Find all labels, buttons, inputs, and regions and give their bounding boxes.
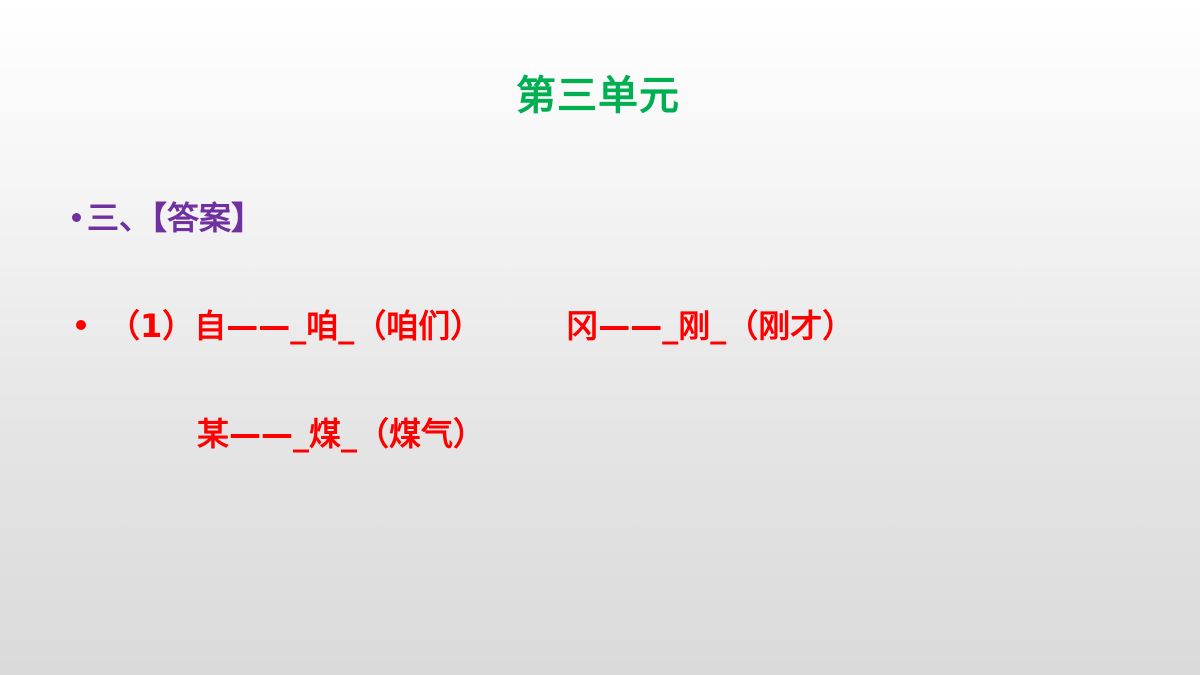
section-heading-text: 三、【答案】 — [87, 199, 264, 237]
answer-1-part-2: 冈——_刚_（刚才） — [566, 307, 855, 345]
slide-title: 第三单元 — [516, 73, 680, 119]
answer-2-text: 某——_煤_（煤气） — [197, 415, 486, 453]
bullet-icon — [76, 320, 86, 330]
bullet-icon — [72, 212, 81, 222]
answer-1-part-1: （1）自——_咱_（咱们） — [108, 307, 483, 345]
answer-line-1: （1）自——_咱_（咱们） 冈——_刚_（刚才） — [76, 304, 854, 348]
section-heading: 三、【答案】 — [72, 196, 263, 240]
answer-line-2: 某——_煤_（煤气） — [197, 412, 485, 456]
